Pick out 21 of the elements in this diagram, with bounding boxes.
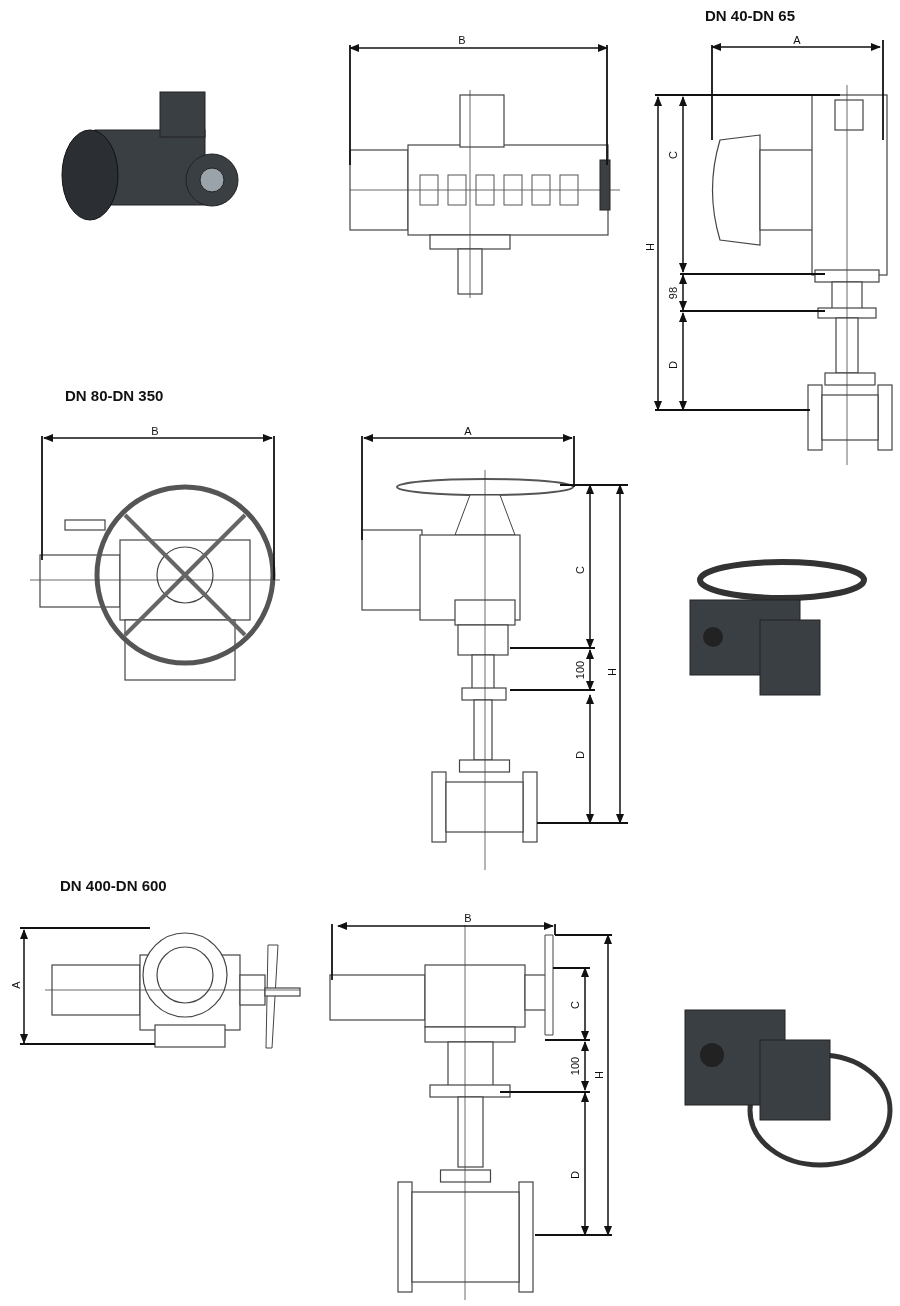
dimension-label: D [569,1171,581,1179]
dimension-label: 100 [569,1056,581,1076]
dimension-label: H [644,243,656,251]
dimension-label: B [151,425,159,437]
dimension-label: 100 [574,660,586,680]
dimension-label: C [667,151,679,159]
section-heading: DN 80-DN 350 [65,388,164,403]
dimension-label: 98 [667,286,679,300]
dimension-label: H [593,1071,605,1079]
dimension-label: A [793,34,801,46]
dimension-label: D [574,751,586,759]
section-heading: DN 400-DN 600 [60,878,167,893]
dimension-label: A [10,981,22,989]
dimension-label: C [574,566,586,574]
dimension-label: A [464,425,472,437]
section-heading: DN 40-DN 65 [705,8,796,23]
dimension-label: D [667,361,679,369]
dimension-label: B [458,34,466,46]
dimension-label: B [464,912,472,924]
dimension-label: C [569,1001,581,1009]
dimension-label: H [606,668,618,676]
